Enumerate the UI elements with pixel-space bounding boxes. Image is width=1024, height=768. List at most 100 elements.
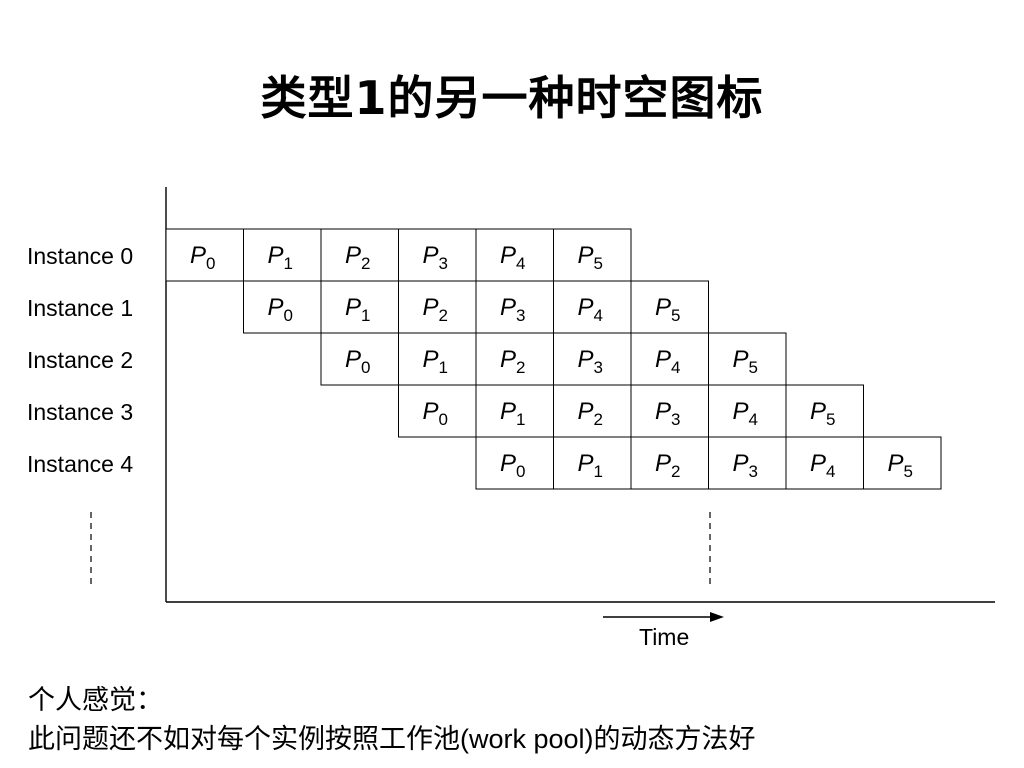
cell-instance-4-stage-3: P3 (708, 436, 787, 490)
cell-box (630, 332, 709, 386)
cell-instance-3-stage-4: P4 (708, 384, 787, 438)
cell-box (475, 228, 554, 282)
cell-instance-2-stage-3: P3 (553, 332, 632, 386)
cell-instance-3-stage-1: P1 (475, 384, 554, 438)
cell-label: P4 (500, 242, 525, 273)
cell-label: P3 (578, 346, 603, 377)
cell-instance-1-stage-5: P5 (630, 280, 709, 334)
cell-label: P1 (345, 294, 370, 325)
cell-instance-0-stage-1: P1 (243, 228, 322, 282)
cell-box (553, 332, 632, 386)
cell-label: P5 (733, 346, 758, 377)
note-line-1: 个人感觉： (28, 685, 163, 716)
cell-label: P0 (423, 398, 448, 429)
cell-label: P3 (423, 242, 448, 273)
cell-label: P0 (268, 294, 293, 325)
instance-labels: Instance 0 Instance 1 Instance 2 Instance 3… (27, 243, 133, 477)
cell-label: P2 (345, 242, 370, 273)
cell-label: P0 (190, 242, 215, 273)
cell-box (553, 228, 632, 282)
cell-box (630, 436, 709, 490)
cell-box (553, 436, 632, 490)
cell-box (398, 332, 477, 386)
cell-label: P2 (500, 346, 525, 377)
instance-label-3: Instance 3 (27, 399, 133, 425)
cell-box (475, 436, 554, 490)
cell-box (630, 280, 709, 334)
note-line-2-suffix: 的动态方法好 (593, 724, 756, 755)
cell-label: P5 (578, 242, 603, 273)
cell-label: P2 (578, 398, 603, 429)
cell-label: P3 (655, 398, 680, 429)
instance-label-1: Instance 1 (27, 295, 133, 321)
cell-instance-0-stage-5: P5 (553, 228, 632, 282)
cell-label: P4 (655, 346, 680, 377)
cell-instance-4-stage-4: P4 (785, 436, 864, 490)
cell-label: P0 (500, 450, 525, 481)
cell-label: P4 (810, 450, 835, 481)
cell-box (475, 280, 554, 334)
cell-box (320, 228, 399, 282)
cell-instance-1-stage-0: P0 (243, 280, 322, 334)
cell-instance-4-stage-1: P1 (553, 436, 632, 490)
cell-box (398, 384, 477, 438)
cell-instance-3-stage-3: P3 (630, 384, 709, 438)
cell-box (165, 228, 244, 282)
cell-label: P1 (578, 450, 603, 481)
cell-box (785, 436, 864, 490)
cell-label: P0 (345, 346, 370, 377)
time-arrow-head (710, 612, 724, 622)
cell-instance-4-stage-5: P5 (863, 436, 942, 490)
cell-box (708, 436, 787, 490)
cell-instance-1-stage-4: P4 (553, 280, 632, 334)
cell-instance-2-stage-2: P2 (475, 332, 554, 386)
notes: 个人感觉： 此问题还不如对每个实例按照工作池(work pool)的动态方法好 (28, 682, 756, 759)
cell-instance-1-stage-1: P1 (320, 280, 399, 334)
cell-instance-1-stage-2: P2 (398, 280, 477, 334)
cell-box (863, 436, 942, 490)
instance-label-0: Instance 0 (27, 243, 133, 269)
cell-instance-4-stage-2: P2 (630, 436, 709, 490)
cell-instance-2-stage-0: P0 (320, 332, 399, 386)
cell-instance-2-stage-1: P1 (398, 332, 477, 386)
cell-instance-2-stage-5: P5 (708, 332, 787, 386)
cell-label: P4 (578, 294, 603, 325)
cell-instance-3-stage-2: P2 (553, 384, 632, 438)
cell-instance-2-stage-4: P4 (630, 332, 709, 386)
cell-label: P5 (655, 294, 680, 325)
note-line-2-work-pool: (work pool) (460, 724, 594, 754)
time-label: Time (639, 624, 689, 650)
cell-box (553, 384, 632, 438)
instance-label-2: Instance 2 (27, 347, 133, 373)
cell-label: P1 (268, 242, 293, 273)
cell-label: P2 (655, 450, 680, 481)
cell-box (398, 280, 477, 334)
cell-instance-4-stage-0: P0 (475, 436, 554, 490)
cell-instance-0-stage-3: P3 (398, 228, 477, 282)
cell-box (320, 280, 399, 334)
cell-box (708, 332, 787, 386)
cell-instance-0-stage-2: P2 (320, 228, 399, 282)
cell-label: P1 (500, 398, 525, 429)
cell-box (785, 384, 864, 438)
cell-instance-0-stage-0: P0 (165, 228, 244, 282)
note-line-2-prefix: 此问题还不如对每个实例按照工作池 (28, 724, 460, 755)
cell-label: P3 (733, 450, 758, 481)
slide-title: 类型1的另一种时空图标 (260, 71, 764, 125)
cell-instance-3-stage-0: P0 (398, 384, 477, 438)
cell-label: P3 (500, 294, 525, 325)
instance-label-4: Instance 4 (27, 451, 133, 477)
cell-instance-0-stage-4: P4 (475, 228, 554, 282)
cell-label: P5 (888, 450, 913, 481)
cell-label: P4 (733, 398, 758, 429)
cell-label: P5 (810, 398, 835, 429)
cell-label: P2 (423, 294, 448, 325)
cell-box (475, 332, 554, 386)
cell-box (243, 228, 322, 282)
cell-label: P1 (423, 346, 448, 377)
cell-box (553, 280, 632, 334)
cell-instance-1-stage-3: P3 (475, 280, 554, 334)
cell-instance-3-stage-5: P5 (785, 384, 864, 438)
